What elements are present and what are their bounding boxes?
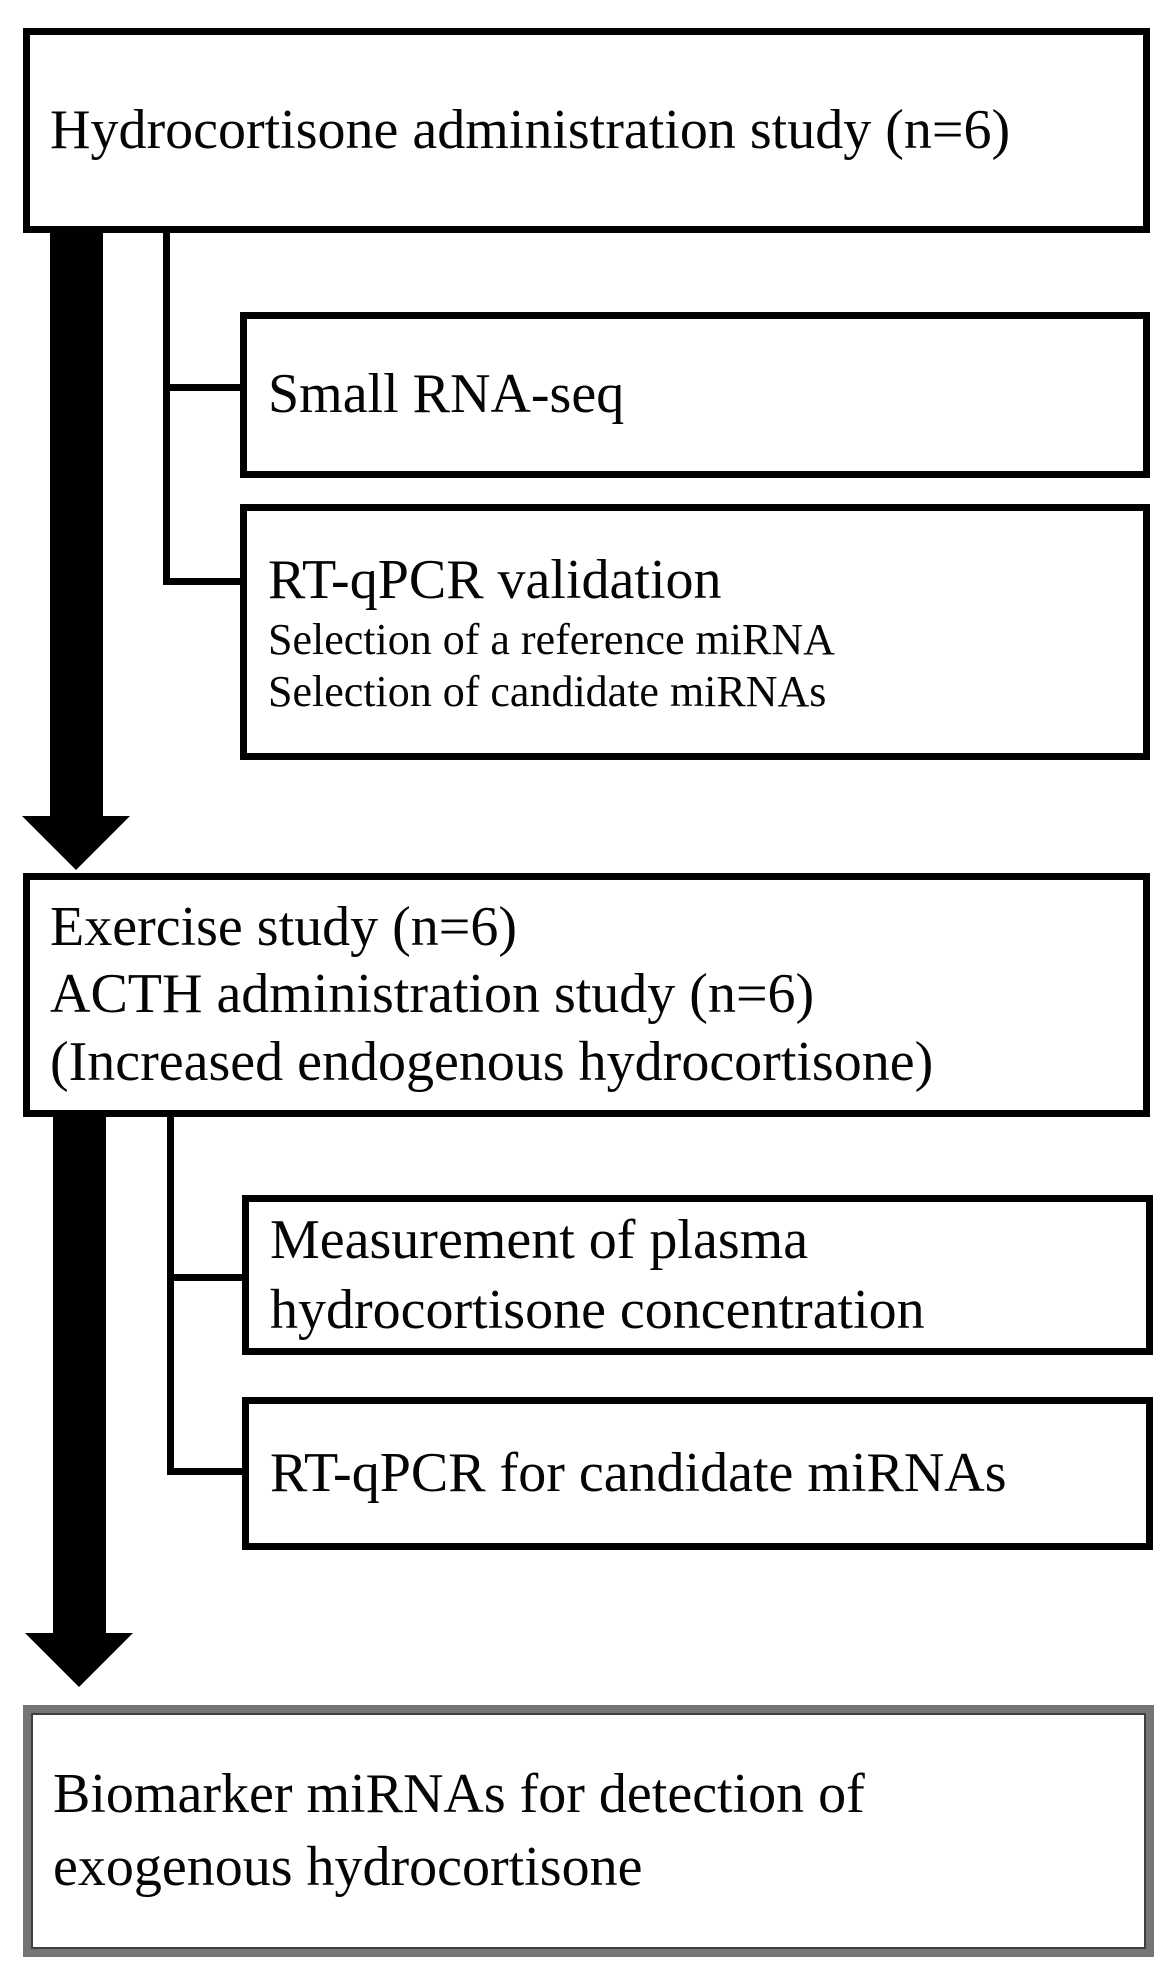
connector-to-small-rna-seq bbox=[163, 384, 243, 391]
box-rtqpcr-validation-line-1: Selection of a reference miRNA bbox=[268, 615, 835, 665]
arrow-down-2-shaft bbox=[53, 1117, 106, 1635]
box-plasma-measurement: Measurement of plasma hydrocortisone con… bbox=[242, 1195, 1153, 1355]
connector-to-rtqpcr-validation bbox=[163, 578, 243, 585]
box-plasma-measurement-line-2: hydrocortisone concentration bbox=[270, 1279, 925, 1341]
box-rtqpcr-validation: RT-qPCR validation Selection of a refere… bbox=[240, 504, 1150, 760]
box-exercise-acth-line-1: Exercise study (n=6) bbox=[50, 896, 518, 959]
box-rtqpcr-candidate-label: RT-qPCR for candidate miRNAs bbox=[270, 1441, 1007, 1504]
box-small-rna-seq-label: Small RNA-seq bbox=[268, 363, 625, 426]
arrow-down-2-head bbox=[25, 1633, 133, 1687]
box-biomarker-outcome-line-1: Biomarker miRNAs for detection of bbox=[53, 1763, 865, 1826]
connector-to-plasma-measurement bbox=[167, 1274, 245, 1281]
box-hydrocortisone-study-label: Hydrocortisone administration study (n=6… bbox=[50, 98, 1011, 161]
box-biomarker-outcome-line-2: exogenous hydrocortisone bbox=[53, 1836, 643, 1898]
arrow-down-1-shaft bbox=[50, 230, 103, 818]
box-rtqpcr-candidate: RT-qPCR for candidate miRNAs bbox=[242, 1397, 1153, 1550]
box-exercise-acth-line-2: ACTH administration study (n=6) bbox=[50, 963, 815, 1026]
box-plasma-measurement-line-1: Measurement of plasma bbox=[270, 1209, 809, 1271]
box-small-rna-seq: Small RNA-seq bbox=[240, 312, 1150, 478]
box-biomarker-outcome: Biomarker miRNAs for detection of exogen… bbox=[23, 1705, 1154, 1957]
branch-line-1 bbox=[163, 233, 170, 585]
arrow-down-1-head bbox=[22, 816, 130, 870]
branch-line-2 bbox=[167, 1117, 174, 1475]
box-exercise-acth-study: Exercise study (n=6) ACTH administration… bbox=[23, 873, 1150, 1117]
box-exercise-acth-line-3: (Increased endogenous hydrocortisone) bbox=[50, 1030, 934, 1093]
box-rtqpcr-validation-title: RT-qPCR validation bbox=[268, 549, 722, 611]
box-biomarker-outcome-inner: Biomarker miRNAs for detection of exogen… bbox=[31, 1713, 1146, 1949]
box-rtqpcr-validation-line-2: Selection of candidate miRNAs bbox=[268, 667, 827, 717]
box-hydrocortisone-study: Hydrocortisone administration study (n=6… bbox=[23, 28, 1150, 233]
connector-to-rtqpcr-candidate bbox=[167, 1468, 245, 1475]
